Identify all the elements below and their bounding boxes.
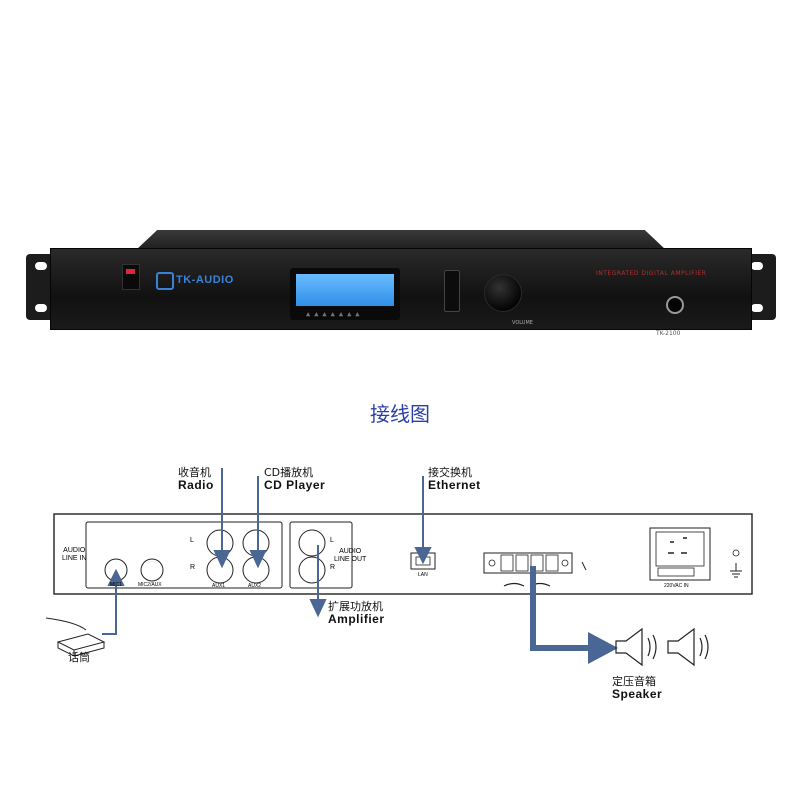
- ethernet-label: 接交换机 Ethernet: [428, 466, 481, 492]
- cd-arrow-icon: [249, 550, 267, 569]
- radio-label-cn: 收音机: [178, 466, 211, 479]
- cd-label-en: CD Player: [264, 478, 326, 492]
- power-socket-icon: [649, 527, 711, 581]
- amplifier-label-en: Amplifier: [328, 612, 385, 626]
- microphone-icon: [45, 617, 106, 657]
- lcd-buttons: ▲▲▲▲▲▲▲: [306, 310, 364, 318]
- mount-hole: [35, 304, 47, 312]
- ethernet-arrow-icon: [414, 547, 432, 565]
- mic-arrow-icon: [107, 568, 125, 586]
- mount-hole: [751, 304, 763, 312]
- diagram-title: 接线图: [370, 402, 430, 426]
- top-bevel: [136, 230, 666, 250]
- speaker2-icon: [667, 627, 695, 667]
- speaker-label-cn: 定压音箱: [612, 675, 656, 688]
- mount-hole: [751, 262, 763, 270]
- brand-logo-icon: [156, 272, 174, 290]
- radio-label: 收音机 Radio: [178, 466, 214, 492]
- lcd-display: ▲▲▲▲▲▲▲: [290, 268, 400, 320]
- cd-label-cn: CD播放机: [264, 466, 314, 479]
- ground-icon: [730, 563, 742, 578]
- mic-aux-label: MIC2/AUX: [138, 582, 162, 588]
- power-in-label: 220VAC IN: [664, 583, 689, 589]
- radio-arrow-icon: [213, 550, 231, 569]
- model-number: TK-2100: [656, 330, 681, 337]
- mic2-aux-jack-icon: [140, 558, 164, 582]
- panel-face: [50, 248, 752, 330]
- aux2-label: AUX2: [248, 583, 262, 589]
- speaker-label-en: Speaker: [612, 687, 663, 701]
- input-group-box: [85, 521, 283, 589]
- output-group-box: [289, 521, 353, 589]
- out-r-label: R: [330, 564, 336, 571]
- mic-jack: [666, 296, 684, 314]
- aux-l-label: L: [190, 537, 194, 544]
- speaker-label: 定压音箱 Speaker: [612, 675, 663, 701]
- amplifier-front-panel: TK-AUDIO ▲▲▲▲▲▲▲ VOLUME INTEGRATED DIGIT…: [26, 230, 776, 342]
- model-text: INTEGRATED DIGITAL AMPLIFIER: [596, 270, 707, 277]
- knob-label: VOLUME: [512, 320, 533, 326]
- mic-label: 话筒: [68, 651, 90, 664]
- speaker-terminal-icon: [483, 552, 573, 574]
- speaker-cable: [530, 566, 590, 651]
- amplifier-arrow-icon: [309, 599, 327, 618]
- mic-cable: [102, 580, 117, 635]
- mic1-label: MIC1: [110, 582, 122, 588]
- lan-label: LAN: [418, 572, 428, 578]
- rear-panel-outline: [53, 513, 753, 595]
- amplifier-label: 扩展功放机 Amplifier: [328, 600, 385, 626]
- power-led: [126, 269, 135, 274]
- sound-wave-icon: [699, 634, 709, 660]
- line-out-l-jack-icon: [298, 529, 326, 557]
- sound-wave-icon: [647, 634, 657, 660]
- line-out-r-jack-icon: [298, 556, 326, 584]
- speaker-arrow-icon: [588, 632, 618, 664]
- brand-name: TK-AUDIO: [176, 274, 234, 286]
- cd-label: CD播放机 CD Player: [264, 466, 326, 492]
- ground-screw-icon: [732, 549, 740, 557]
- selector-buttons: [444, 270, 460, 312]
- ethernet-label-en: Ethernet: [428, 478, 481, 492]
- amplifier-label-cn: 扩展功放机: [328, 600, 383, 613]
- audio-line-out-label: AUDIO LINE OUT: [334, 548, 367, 563]
- radio-label-en: Radio: [178, 478, 214, 492]
- ethernet-label-cn: 接交换机: [428, 466, 472, 479]
- aux-r-label: R: [190, 564, 196, 571]
- speaker1-icon: [615, 627, 643, 667]
- volume-knob: [484, 274, 522, 312]
- aux1-label: AUX1: [212, 583, 226, 589]
- out-l-label: L: [330, 537, 334, 544]
- audio-line-in-label: AUDIO LINE IN: [62, 547, 87, 562]
- lcd-screen: [296, 274, 394, 306]
- mount-hole: [35, 262, 47, 270]
- power-switch: [122, 264, 140, 290]
